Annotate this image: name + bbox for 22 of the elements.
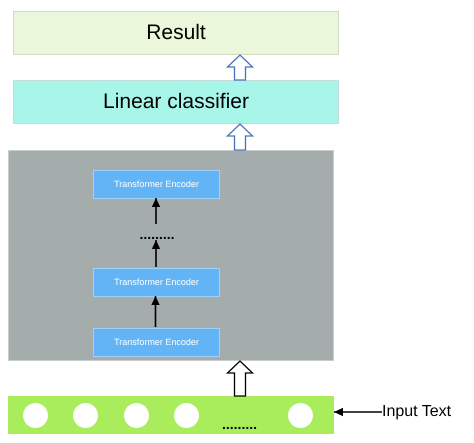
encoder-label: Transformer Encoder xyxy=(114,276,199,288)
encoder-label: Transformer Encoder xyxy=(114,178,199,190)
block-arrow xyxy=(226,54,254,81)
arrow xyxy=(152,240,160,267)
input-text-label: Input Text xyxy=(382,402,470,422)
classifier-label: Linear classifier xyxy=(103,88,249,115)
block-arrow xyxy=(226,123,254,151)
encoder-block xyxy=(93,328,220,357)
arrow xyxy=(151,296,160,327)
encoder-block xyxy=(93,170,220,199)
arrow xyxy=(334,408,382,416)
ellipsis-text: ......... xyxy=(136,225,178,241)
encoder-stack-panel xyxy=(8,150,334,361)
block-arrow xyxy=(226,360,254,397)
result-box xyxy=(13,11,339,55)
ellipsis-text: ......... xyxy=(222,417,258,431)
result-label: Result xyxy=(146,20,206,46)
classifier-box xyxy=(13,80,339,124)
encoder-block xyxy=(93,268,220,297)
encoder-label: Transformer Encoder xyxy=(114,336,199,348)
arrow xyxy=(152,198,160,224)
token-band xyxy=(8,396,334,434)
